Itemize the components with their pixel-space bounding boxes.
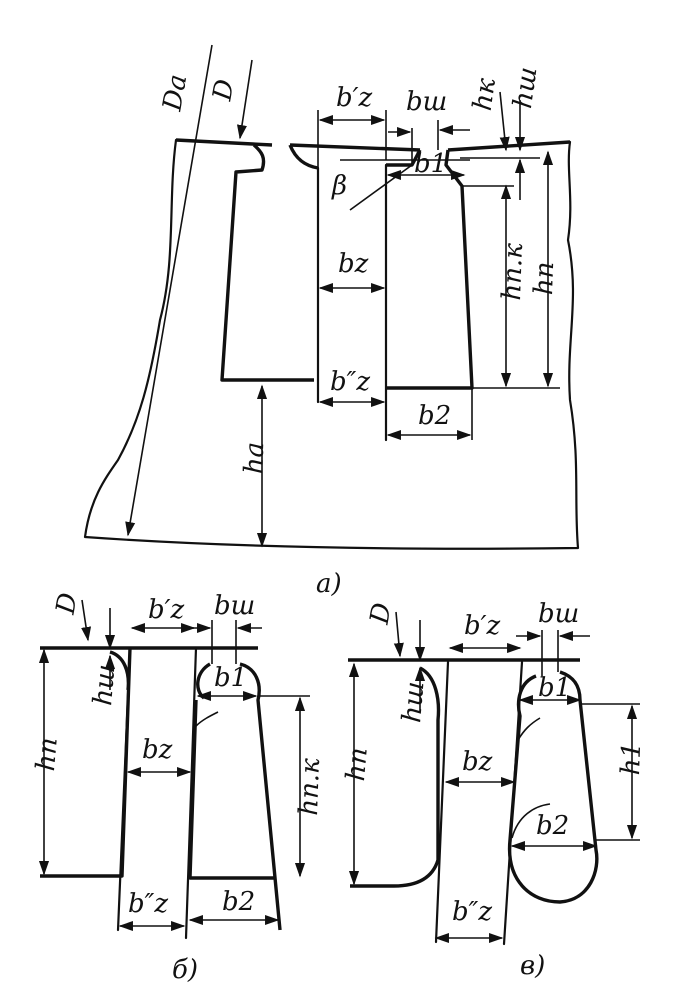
label-b2-b: b2	[222, 887, 255, 917]
label-bz-a: bz	[338, 249, 369, 279]
label-b1-b: b1	[214, 663, 247, 693]
slot-left-c	[350, 666, 441, 888]
figure-c: D b′z bш hш b1 hп bz h1 b2 b″z в)	[341, 599, 647, 981]
figure-b: D b′z bш hш b1 hп bz hп.к b″z b2 б)	[31, 590, 326, 985]
label-hpk-b: hп.к	[294, 757, 326, 816]
label-bsh-a: bш	[406, 87, 447, 117]
slot-right-c	[507, 670, 599, 904]
caption-a: а)	[316, 569, 342, 599]
dim-D-b	[81, 599, 92, 642]
figure-a: Da D b′z bш hк hш b1 β bz hп.к hп b″z b2…	[83, 44, 580, 599]
arc-b2-c	[511, 803, 551, 839]
label-hk-a: hк	[468, 76, 502, 113]
label-bzp-a: b′z	[336, 83, 373, 113]
dim-Da-a	[125, 44, 213, 537]
dim-D-a	[236, 59, 253, 140]
tooth-right-c	[502, 660, 524, 946]
label-bz-b: bz	[142, 735, 173, 765]
label-D-a: D	[207, 77, 240, 104]
slot1-right-wall-a	[288, 144, 319, 170]
tooth-left-b	[116, 646, 132, 932]
label-hsh-a: hш	[508, 65, 543, 110]
label-bsh-c: bш	[538, 599, 579, 629]
bore-line-a	[175, 138, 571, 152]
caption-c: в)	[520, 951, 545, 981]
label-bzp-b: b′z	[148, 595, 185, 625]
core-outline-a	[83, 138, 580, 550]
caption-b: б)	[172, 955, 198, 985]
label-ha-a: ha	[239, 441, 270, 474]
label-hsh-c: hш	[397, 680, 430, 724]
label-bsh-b: bш	[214, 591, 255, 621]
label-hpk-a: hп.к	[497, 242, 529, 301]
label-b1-a: b1	[414, 149, 447, 179]
dim-hk-a	[499, 91, 510, 152]
label-bz-c: bz	[462, 747, 493, 777]
label-D-c: D	[365, 600, 398, 627]
slot-right-left-wall-b	[188, 699, 276, 880]
label-Da-a: Da	[157, 72, 193, 114]
label-hsh-b: hш	[88, 663, 121, 707]
tooth-right-b	[184, 646, 198, 940]
slot2-a	[386, 149, 474, 390]
label-bzpp-a: b″z	[330, 367, 370, 397]
label-b2-a: b2	[418, 401, 451, 431]
label-hp-b: hп	[31, 736, 64, 772]
tooth-left-c	[434, 660, 450, 944]
label-bzpp-c: b″z	[452, 897, 492, 927]
slot2-beta-line-a	[349, 164, 413, 211]
label-bzpp-b: b″z	[128, 889, 168, 919]
label-b1-c: b1	[538, 673, 571, 703]
label-b2-c: b2	[536, 811, 569, 841]
dim-D-c	[393, 611, 404, 658]
label-hp-a: hп	[529, 261, 560, 296]
label-beta-a: β	[331, 171, 347, 201]
label-D-b: D	[51, 590, 84, 617]
slot1-a	[220, 143, 314, 382]
label-h1-c: h1	[616, 741, 647, 775]
label-hp-c: hп	[341, 746, 374, 782]
arc-b1-c	[517, 717, 541, 741]
arc-b1-b	[195, 711, 219, 727]
label-bzp-c: b′z	[464, 611, 501, 641]
